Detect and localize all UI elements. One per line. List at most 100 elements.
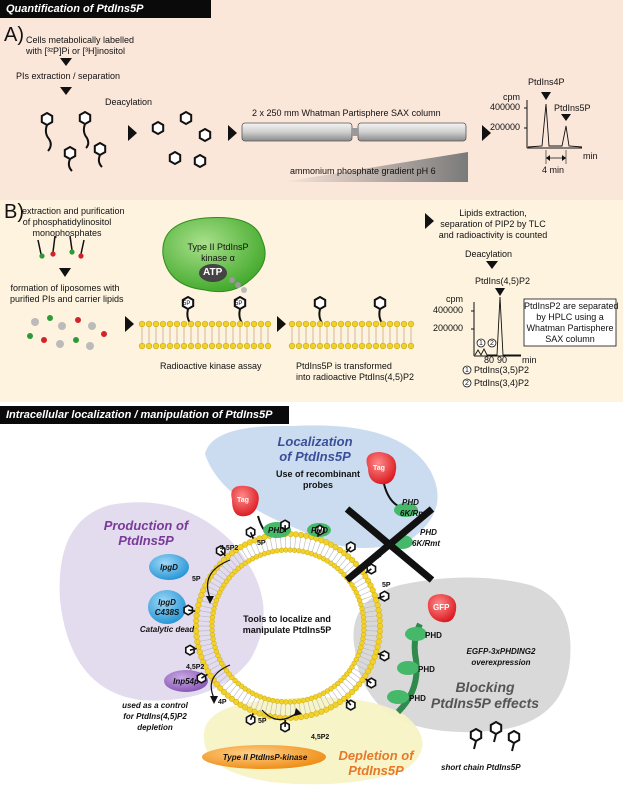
chart-a-ytick-2: 200000 (490, 122, 521, 132)
section-c-header: Intracellular localization / manipulatio… (0, 406, 289, 424)
hplc-note-box (523, 298, 617, 347)
gfp-label: GFP (433, 603, 450, 612)
short-chain-icons (469, 721, 521, 752)
localization-title2: of PtdIns5P (279, 449, 351, 464)
control-line3: depletion (137, 723, 173, 732)
chart-b-xtick-2: 90 (497, 355, 508, 365)
chart-b-xtick-1: 80 (484, 355, 495, 365)
box-line4: SAX column (545, 334, 595, 344)
kinase-blob (162, 216, 266, 293)
ring-label-45p2-2: 4,5P2 (186, 664, 205, 671)
ipgd-mut-line2: C438S (154, 608, 180, 617)
cross-line-2 (344, 506, 435, 583)
chart-a-xlabel: min (583, 151, 598, 161)
chart-a (524, 92, 583, 164)
legend-marker-2: 2 (465, 380, 469, 387)
gfp-tag (427, 594, 457, 623)
depletion-title2: PtdIns5P (348, 763, 404, 778)
cells-line1: Cells metabolically labelled (26, 35, 135, 45)
blocking-title1: Blocking (455, 679, 515, 695)
head-5p-1: 5P (183, 301, 191, 307)
gradient-wedge (282, 152, 468, 182)
purification-line3: monophosphates (32, 228, 102, 238)
section-a-label: A) (4, 24, 24, 46)
blocking-blob (353, 577, 571, 733)
chart-a-ylabel: cpm (503, 92, 521, 102)
egfp-line2: overexpression (471, 658, 531, 667)
lipids-line1: Lipids extraction, (459, 208, 527, 218)
lipids-line2: separation of PIP2 by TLC (440, 219, 546, 229)
deacylation-b-label: Deacylation (465, 249, 513, 259)
chart-b-ytick-1: 400000 (433, 305, 464, 315)
center-line1: Tools to localize and (243, 614, 331, 624)
extraction-label: PIs extraction / separation (16, 71, 121, 81)
probes-line2: probes (302, 480, 333, 490)
chart-b-ylabel: cpm (446, 294, 464, 304)
phd-mut1-label-b: 6K/Rmt (400, 509, 429, 518)
ipgd-enzyme (149, 554, 189, 580)
phd-mut2-label-a: PHD (420, 528, 437, 537)
tag-right-label: Tag (373, 465, 385, 472)
phd-mut1-label-a: PHD (402, 498, 419, 507)
ring-label-5p-2: 5P (192, 576, 201, 583)
section-a-header: Quantification of PtdIns5P (0, 0, 211, 18)
box-line1: PtdInsP2 are separated (524, 301, 619, 311)
section-b-label: B) (4, 201, 24, 223)
egfp-phd-1: PHD (425, 631, 442, 640)
phd-label-2: PHD (311, 526, 328, 535)
chart-a-peak2: PtdIns5P (554, 103, 591, 113)
liposomes-line1: formation of liposomes with (10, 283, 120, 293)
deacylation-a-label: Deacylation (105, 97, 153, 107)
section-a-background (0, 0, 623, 200)
ipgd-mut-line1: IpgD (158, 598, 176, 607)
transform-line1: PtdIns5P is transformed (296, 361, 392, 371)
blocking-title2: PtdIns5P effects (430, 695, 540, 711)
legend-marker-1: 1 (465, 367, 469, 374)
inp54p-label: Inp54p (173, 677, 199, 686)
phd-mut2-label-b: 6K/Rmt (412, 539, 441, 548)
phd-label-1: PHD (268, 526, 285, 535)
purification-line1: extraction and purification (22, 206, 125, 216)
control-line1: used as a control (122, 701, 188, 710)
chart-a-peak1: PtdIns4P (528, 77, 565, 87)
labelled-pi-group (40, 111, 107, 172)
egfp-line1: EGFP-3xPHDING2 (466, 647, 536, 656)
liposomes-line2: purified PIs and carrier lipids (10, 294, 124, 304)
ipgd-mutant-enzyme (148, 590, 186, 624)
probes-line1: Use of recombinant (275, 469, 360, 479)
sax-column-right (357, 122, 467, 142)
localization-title1: Localization (277, 434, 353, 449)
short-chain-label: short chain PtdIns5P (441, 763, 521, 772)
production-title2: PtdIns5P (118, 533, 174, 548)
egfp-phd-3: PHD (409, 694, 426, 703)
lipids-line3: and radioactivity is counted (438, 230, 548, 240)
ring-label-45p2-3: 4,5P2 (311, 734, 330, 741)
atp-label: ATP (203, 267, 223, 278)
head-5p-2: 5P (235, 301, 243, 307)
liposome-ring (192, 530, 384, 722)
chart-b-xlabel: min (522, 355, 537, 365)
ring-label-5p-3: 5P (258, 718, 267, 725)
ring-head-groups (183, 519, 390, 733)
atp-pill (199, 264, 227, 282)
chart-b (462, 288, 521, 388)
egfp-phd-2: PHD (418, 665, 435, 674)
chart-b-marker-2: 2 (490, 340, 494, 347)
legend-entry-2: PtdIns(3,4)P2 (474, 378, 530, 388)
chart-a-ytick-1: 400000 (490, 102, 521, 112)
ring-label-5p-5: 5P (382, 582, 391, 589)
depletion-title1: Depletion of (338, 748, 414, 763)
legend-entry-1: PtdIns(3,5)P2 (474, 365, 530, 375)
chart-b-ytick-2: 200000 (433, 323, 464, 333)
production-title1: Production of (103, 518, 189, 533)
pi-monophosphates (37, 235, 85, 259)
liposome-dots (27, 315, 107, 350)
column-label: 2 x 250 mm Whatman Partisphere SAX colum… (252, 108, 441, 118)
ring-label-45p2-1: 4,5P2 (220, 545, 239, 552)
kinase-line1: Type II PtdInsP (187, 242, 249, 252)
cells-line2: with [³²P]Pi or [³H]inositol (26, 46, 126, 56)
assay-label: Radioactive kinase assay (160, 361, 262, 371)
ring-label-5p-4: 5P (373, 554, 382, 561)
